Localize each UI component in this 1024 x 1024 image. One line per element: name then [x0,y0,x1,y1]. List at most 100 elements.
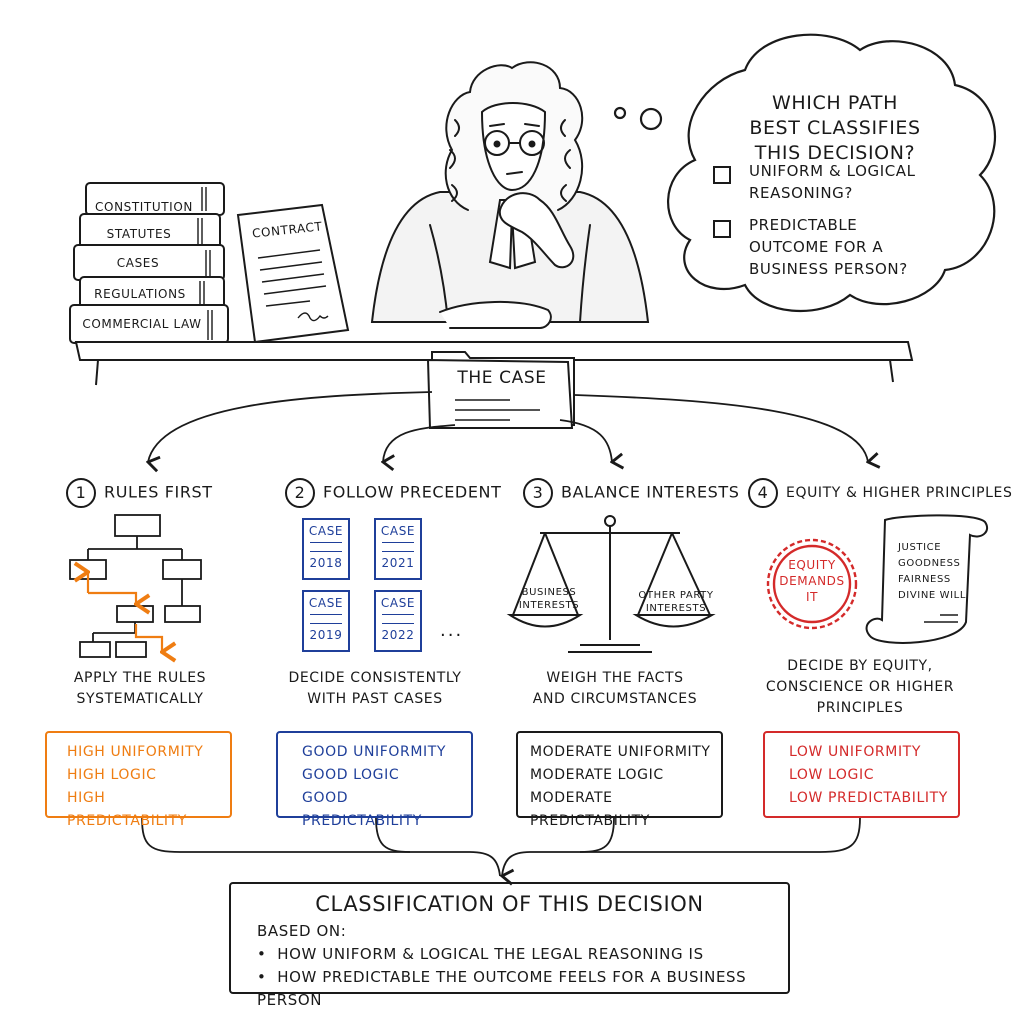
step-number-badge: 4 [748,478,778,508]
rating-uniformity: GOOD UNIFORMITY [302,744,447,760]
case-card-label: CASE [380,524,416,538]
case-card-label: CASE [380,596,416,610]
step-3-heading: 3 BALANCE INTERESTS [523,478,740,508]
description-line: APPLY THE RULES [73,670,207,686]
step-3-description: WEIGH THE FACTS AND CIRCUMSTANCES [510,668,720,710]
step-4-heading: 4 EQUITY & HIGHER PRINCIPLES [748,478,1012,508]
thought-question-line: THIS DECISION? [754,142,916,164]
checkbox-icon[interactable] [713,220,731,238]
rules-path-highlight [88,572,162,652]
rating-box-follow-precedent: GOOD UNIFORMITY GOOD LOGIC GOOD PREDICTA… [276,731,473,829]
case-card-label: CASE [308,524,344,538]
rating-predictability: GOOD PREDICTABILITY [302,790,422,829]
rating-logic: HIGH LOGIC [67,767,157,783]
precedent-case-card: CASE 2019 [302,590,350,652]
step-title: EQUITY & HIGHER PRINCIPLES [786,485,1013,501]
seal-line: EQUITY [788,558,836,572]
step-title: FOLLOW PRECEDENT [323,482,502,502]
description-line: AND CIRCUMSTANCES [532,691,698,707]
option-line: OUTCOME FOR A [749,238,884,256]
rating-logic: GOOD LOGIC [302,767,400,783]
scale-label-line: BUSINESS [521,587,577,598]
description-line: WITH PAST CASES [307,691,443,707]
thought-cloud [613,33,997,313]
scroll-line: GOODNESS [898,558,961,569]
scale-label-line: INTERESTS [518,600,580,611]
option-line: REASONING? [749,184,853,202]
step-2-heading: 2 FOLLOW PRECEDENT [285,478,501,508]
case-folder-label[interactable]: THE CASE [457,368,547,388]
case-card-year: 2019 [309,628,343,642]
summary-bullet-text: HOW PREDICTABLE THE OUTCOME FEELS FOR A … [257,968,747,1009]
case-card-year: 2018 [309,556,343,570]
book-label-commercial-law: COMMERCIAL LAW [82,317,202,331]
thought-option-uniform: UNIFORM & LOGICAL REASONING? [713,160,963,204]
thought-option-predictable: PREDICTABLE OUTCOME FOR A BUSINESS PERSO… [713,214,963,280]
equity-seal-text: EQUITY DEMANDS IT [772,557,852,605]
checkbox-icon[interactable] [713,166,731,184]
rating-uniformity: MODERATE UNIFORMITY [530,744,711,760]
step-number-badge: 2 [285,478,315,508]
option-line: BUSINESS PERSON? [749,260,908,278]
book-label-constitution: CONSTITUTION [95,200,193,214]
precedent-case-card: CASE 2018 [302,518,350,580]
rating-predictability: MODERATE PREDICTABILITY [530,790,650,829]
step-2-description: DECIDE CONSISTENTLY WITH PAST CASES [270,668,480,710]
scroll-line: FAIRNESS [898,574,951,585]
description-line: DECIDE CONSISTENTLY [288,670,462,686]
rating-box-equity: LOW UNIFORMITY LOW LOGIC LOW PREDICTABIL… [763,731,960,818]
bullet-dot-icon: • [257,968,278,986]
rating-uniformity: HIGH UNIFORMITY [67,744,204,760]
classification-summary-box: CLASSIFICATION OF THIS DECISION BASED ON… [229,882,790,1009]
summary-title: CLASSIFICATION OF THIS DECISION [315,892,704,916]
step-number-badge: 1 [66,478,96,508]
book-label-regulations: REGULATIONS [94,287,186,301]
scroll-text: JUSTICE GOODNESS FAIRNESS DIVINE WILL [898,540,970,604]
step-title: BALANCE INTERESTS [561,482,740,502]
equity-seal-icon [766,538,858,630]
balance-scale-icon [506,515,716,653]
description-line: CONSCIENCE OR HIGHER [765,679,955,695]
summary-bullet-text: HOW UNIFORM & LOGICAL THE LEGAL REASONIN… [277,945,704,963]
scale-label-line: INTERESTS [645,603,707,614]
rating-predictability: LOW PREDICTABILITY [789,790,948,806]
step-1-heading: 1 RULES FIRST [66,478,213,508]
thought-question-line: BEST CLASSIFIES [749,117,921,139]
case-card-year: 2021 [381,556,415,570]
scale-label-line: OTHER PARTY [638,590,714,601]
rating-predictability: HIGH PREDICTABILITY [67,790,187,829]
summary-bullet: • HOW UNIFORM & LOGICAL THE LEGAL REASON… [257,943,788,966]
case-folder [426,351,575,429]
precedent-more-ellipsis: ... [440,620,464,641]
summary-bullet: • HOW PREDICTABLE THE OUTCOME FEELS FOR … [257,966,788,1012]
step-title: RULES FIRST [104,482,213,502]
rating-logic: LOW LOGIC [789,767,875,783]
description-line: SYSTEMATICALLY [76,691,204,707]
rating-box-balance-interests: MODERATE UNIFORMITY MODERATE LOGIC MODER… [516,731,723,829]
precedent-case-card: CASE 2021 [374,518,422,580]
description-line: WEIGH THE FACTS [546,670,684,686]
rating-box-rules-first: HIGH UNIFORMITY HIGH LOGIC HIGH PREDICTA… [45,731,232,829]
summary-based-on: BASED ON: [257,922,347,940]
law-books-stack [69,182,229,344]
contract-document [236,203,350,344]
description-line: PRINCIPLES [816,700,904,716]
book-label-statutes: STATUTES [106,227,172,241]
summary-connectors [141,817,861,876]
book-label-cases: CASES [116,256,160,270]
principles-scroll-icon [865,514,989,644]
branch-arrows [148,391,868,462]
seal-line: IT [805,590,819,604]
description-line: DECIDE BY EQUITY, [787,658,933,674]
step-number-badge: 3 [523,478,553,508]
step-1-description: APPLY THE RULES SYSTEMATICALLY [40,668,240,710]
bullet-dot-icon: • [257,945,278,963]
scroll-line: JUSTICE [898,542,942,553]
seal-line: DEMANDS [779,574,845,588]
case-card-label: CASE [308,596,344,610]
scale-right-label: OTHER PARTY INTERESTS [634,589,718,615]
thought-question-line: WHICH PATH [772,92,898,114]
rating-logic: MODERATE LOGIC [530,767,664,783]
scroll-line: DIVINE WILL [898,590,966,601]
